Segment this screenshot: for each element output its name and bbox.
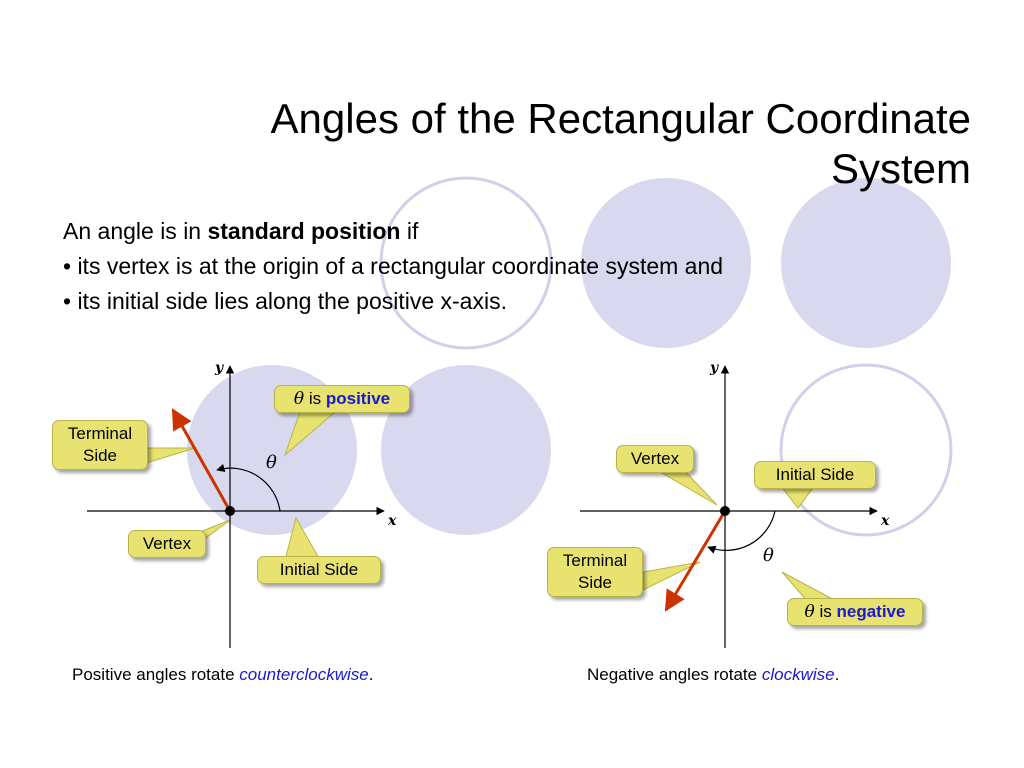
left-caption: Positive angles rotate counterclockwise. xyxy=(72,665,373,685)
caption-emphasis-clockwise: clockwise xyxy=(761,665,835,684)
left-terminal-side xyxy=(171,408,232,512)
left-terminal-side-callout: Terminal Side xyxy=(52,420,148,470)
callout-tail xyxy=(284,516,321,561)
definition-prefix: An angle is in xyxy=(63,218,208,244)
left-initial-side-callout: Initial Side xyxy=(257,556,381,584)
right-y-axis-label: y xyxy=(709,360,719,376)
callout-tail xyxy=(642,561,701,591)
left-x-axis-label: x xyxy=(387,513,397,529)
right-terminal-side-callout: Terminal Side xyxy=(547,547,643,597)
left-coordinate-system: y x θ xyxy=(87,360,397,648)
definition-bullet-vertex: • its vertex is at the origin of a recta… xyxy=(63,253,724,279)
theta-sign-negative: negative xyxy=(836,602,906,621)
callout-is: is xyxy=(814,602,837,621)
caption-emphasis-counterclockwise: counterclockwise xyxy=(239,665,369,684)
callout-tail xyxy=(283,411,337,457)
right-theta-label: θ xyxy=(763,545,774,566)
left-theta-label: θ xyxy=(266,452,277,473)
callout-label: Initial Side xyxy=(279,560,359,579)
definition-bullet-initial-side: • its initial side lies along the positi… xyxy=(63,288,507,314)
right-theta-negative-callout: θ is negative xyxy=(787,598,923,626)
theta-symbol: θ xyxy=(293,389,305,409)
theta-sign-positive: positive xyxy=(325,389,391,408)
right-coordinate-system: y x θ xyxy=(580,360,890,648)
right-rotation-arc xyxy=(707,510,776,554)
definition-line: An angle is in standard position if xyxy=(63,214,723,249)
bg-circle-filled xyxy=(581,178,751,348)
bg-circle-outline xyxy=(779,363,953,537)
definition-bold-term: standard position xyxy=(207,218,401,244)
bg-circle-filled xyxy=(381,365,551,535)
callout-label: Vertex xyxy=(142,534,192,553)
callout-tail xyxy=(139,447,196,466)
caption-suffix: . xyxy=(368,665,374,684)
right-initial-side-callout: Initial Side xyxy=(754,461,876,489)
left-theta-positive-callout: θ is positive xyxy=(274,385,410,413)
left-vertex-dot xyxy=(225,506,235,516)
left-vertex-callout: Vertex xyxy=(128,530,206,558)
callout-is: is xyxy=(304,389,326,408)
theta-symbol: θ xyxy=(804,602,815,622)
callout-line: Terminal xyxy=(67,424,133,443)
definition-text: An angle is in standard position if • it… xyxy=(63,214,723,319)
callout-label: Vertex xyxy=(630,449,680,468)
caption-prefix: Positive angles rotate xyxy=(72,665,240,684)
callout-line: Side xyxy=(577,573,613,592)
callout-line: Side xyxy=(82,446,118,465)
callout-line: Terminal xyxy=(562,551,628,570)
right-caption: Negative angles rotate clockwise. xyxy=(587,665,839,685)
caption-suffix: . xyxy=(834,665,840,684)
right-vertex-callout: Vertex xyxy=(616,445,694,473)
bg-circle-filled xyxy=(781,178,951,348)
slide-title: Angles of the Rectangular Coordinate Sys… xyxy=(270,95,971,192)
right-terminal-side xyxy=(664,510,727,612)
left-rotation-arc xyxy=(216,463,281,512)
callout-label: Initial Side xyxy=(775,465,855,484)
definition-suffix: if xyxy=(400,218,419,244)
left-y-axis-label: y xyxy=(214,360,224,376)
bg-circle-outline xyxy=(379,176,553,350)
caption-prefix: Negative angles rotate xyxy=(587,665,762,684)
right-vertex-dot xyxy=(720,506,730,516)
right-x-axis-label: x xyxy=(880,513,890,529)
